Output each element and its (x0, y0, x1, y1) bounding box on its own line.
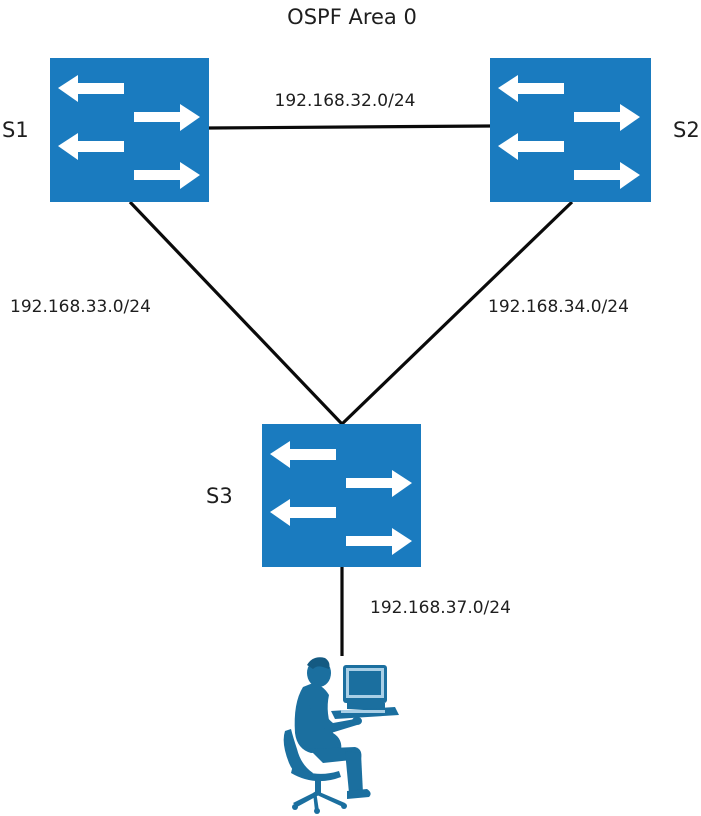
network-label-s1-s2: 192.168.32.0/24 (275, 91, 416, 111)
device-label-s1: S1 (2, 118, 29, 142)
device-label-s3: S3 (206, 484, 233, 508)
device-label-s2: S2 (673, 118, 700, 142)
link-s1-s3 (128, 200, 344, 426)
link-s2-s3 (340, 200, 574, 426)
links (128, 124, 574, 656)
network-label-s1-s3: 192.168.33.0/24 (10, 297, 151, 317)
user-at-computer-icon (283, 657, 399, 814)
switch-s3[interactable] (262, 424, 421, 567)
diagram-title: OSPF Area 0 (287, 5, 417, 29)
switch-s1[interactable] (50, 58, 209, 202)
switch-s2[interactable] (490, 58, 651, 202)
link-s1-s2 (208, 124, 491, 130)
network-label-s3-pc: 192.168.37.0/24 (370, 598, 511, 618)
network-label-s2-s3: 192.168.34.0/24 (488, 297, 629, 317)
workstation-user[interactable] (283, 657, 399, 814)
